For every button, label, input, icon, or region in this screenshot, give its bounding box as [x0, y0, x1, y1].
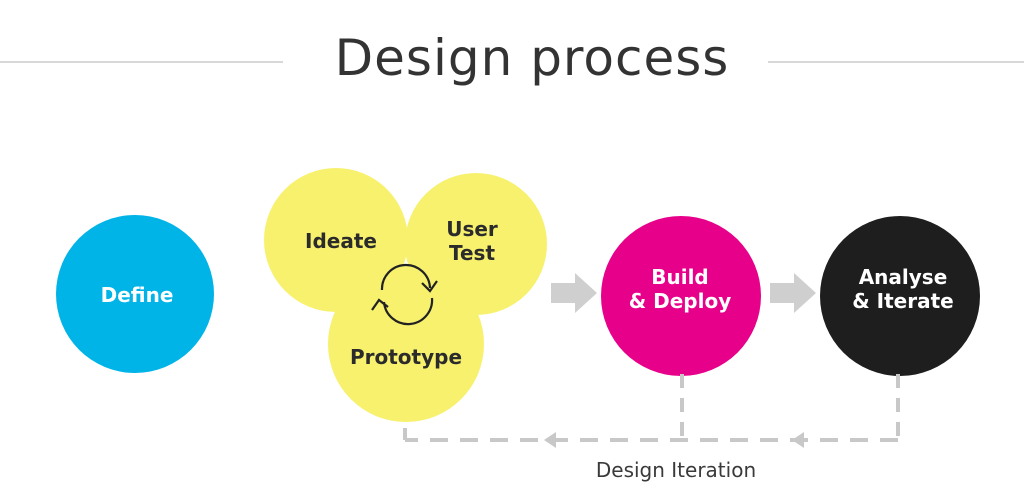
define-circle — [56, 215, 214, 373]
arrow-right-icon — [770, 273, 816, 313]
prototype-label: Prototype — [349, 345, 463, 369]
page-title: Design process — [334, 29, 730, 87]
refresh-cycle-icon — [371, 263, 438, 326]
ideate-label: Ideate — [305, 229, 377, 253]
analyse-line2: & Iterate — [852, 289, 954, 313]
build-label: Build & Deploy — [629, 265, 732, 313]
build-line2: & Deploy — [628, 289, 732, 313]
analyse-line1: Analyse — [858, 265, 948, 289]
user-test-label: User Test — [446, 217, 498, 265]
design-iteration-label: Design Iteration — [595, 458, 757, 482]
user-test-line1: User — [446, 217, 498, 241]
prototype-circle — [328, 266, 484, 422]
define-label: Define — [100, 283, 174, 307]
arrow-right-icon — [551, 273, 597, 313]
analyse-circle — [820, 216, 980, 376]
arrow-left-icon — [544, 432, 556, 448]
arrow-left-icon — [792, 432, 804, 448]
build-line1: Build — [651, 265, 709, 289]
user-test-line2: Test — [448, 241, 496, 265]
analyse-label: Analyse & Iterate — [852, 265, 953, 313]
iteration-connector — [403, 374, 900, 442]
build-circle — [601, 216, 761, 376]
cluster — [264, 168, 547, 422]
